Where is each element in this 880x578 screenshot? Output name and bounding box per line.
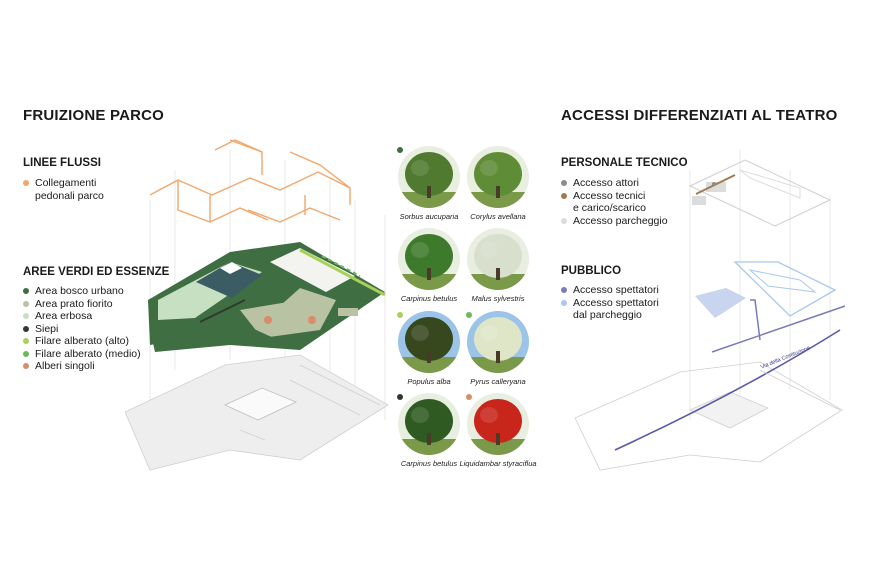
green-legend-label: Area prato fiorito [35,297,113,310]
flows-heading: LINEE FLUSSI [23,157,101,169]
green-legend-label: Filare alberato (medio) [35,347,141,360]
staff-legend-label: Accesso tecnici [573,189,646,202]
green-legend-label: Area erbosa [35,310,93,322]
staff-legend-item: Accesso parcheggio [561,215,668,228]
flows-legend-swatch [23,180,29,186]
public-legend-swatch [561,299,567,306]
tree-photo [467,311,529,373]
staff-legend-label: Accesso parcheggio [573,214,668,227]
tree-group-dot-1 [397,147,403,153]
green-legend-swatch [23,313,29,319]
left-title: FRUIZIONE PARCO [23,107,165,124]
staff-legend-label: Accesso attori [573,177,639,189]
tree-caption: Liquidambar styraciflua [459,459,537,468]
public-access-plan [695,261,846,353]
green-areas-plan [148,242,386,352]
public-legend-label: Accesso spettatori [573,284,659,296]
tree-group-dot-5 [466,394,472,400]
tree-photo [398,393,460,455]
public-legend-label: dal parcheggio [573,309,642,321]
green-legend-swatch [23,338,29,344]
green-legend-item: Siepi [23,323,141,336]
staff-legend-swatch [561,180,567,186]
staff-legend-swatch [561,217,567,224]
green-legend-item: Area erbosa [23,310,141,323]
tree-photo [398,311,460,373]
theatre-base-plan [574,329,843,471]
green-legend-item: Filare alberato (alto) [23,335,141,348]
flows-legend-label: Collegamenti [35,177,97,189]
green-heading: AREE VERDI ED ESSENZE [23,266,170,278]
public-legend-swatch [561,287,567,293]
right-title: ACCESSI DIFFERENZIATI AL TEATRO [561,107,838,124]
tree-caption: Corylus avellana [470,212,526,221]
right-guide-lines [689,150,831,420]
staff-heading: PERSONALE TECNICO [561,157,688,169]
green-legend-label: Area bosco urbano [35,285,124,297]
tree-caption: Populus alba [407,377,451,386]
staff-legend-label: e carico/scarico [573,202,646,214]
green-legend-swatch [23,363,29,369]
green-legend-item: Area prato fiorito [23,298,141,311]
green-legend-label: Alberi singoli [35,360,95,372]
tree-photo [467,393,529,455]
tree-group-dot-3 [466,312,472,318]
public-legend-item: Accesso spettatori [561,284,659,297]
staff-legend-item: Accesso attori [561,177,668,190]
pedestrian-paths [149,139,351,223]
tree-photo [467,146,529,208]
tree-photo [398,146,460,208]
green-legend-item: Filare alberato (medio) [23,348,141,361]
green-legend-swatch [23,288,29,294]
green-legend-swatch [23,350,29,357]
tree-caption: Carpinus betulus [400,459,458,468]
green-legend-label: Siepi [35,322,59,335]
tree-group-dot-4 [397,394,403,400]
tree-caption: Malus sylvestris [471,294,525,303]
tree-photo [467,228,529,290]
public-heading: PUBBLICO [561,265,622,277]
green-legend-swatch [23,300,29,307]
green-legend-swatch [23,325,29,332]
staff-legend-swatch [561,192,567,199]
tree-group-dot-2 [397,312,403,318]
flows-legend-label: pedonali parco [35,189,104,202]
green-legend-item: Alberi singoli [23,360,141,373]
tree-photo [398,228,460,290]
tree-caption: Carpinus betulus [400,294,458,303]
tree-caption: Pyrus calleryana [470,377,526,386]
tree-caption: Sorbus aucuparia [399,212,459,221]
staff-access-plan [688,159,832,227]
green-legend-label: Filare alberato (alto) [35,335,129,347]
green-legend-item: Area bosco urbano [23,285,141,298]
base-plan [124,354,389,471]
public-legend-label: Accesso spettatori [573,296,659,309]
